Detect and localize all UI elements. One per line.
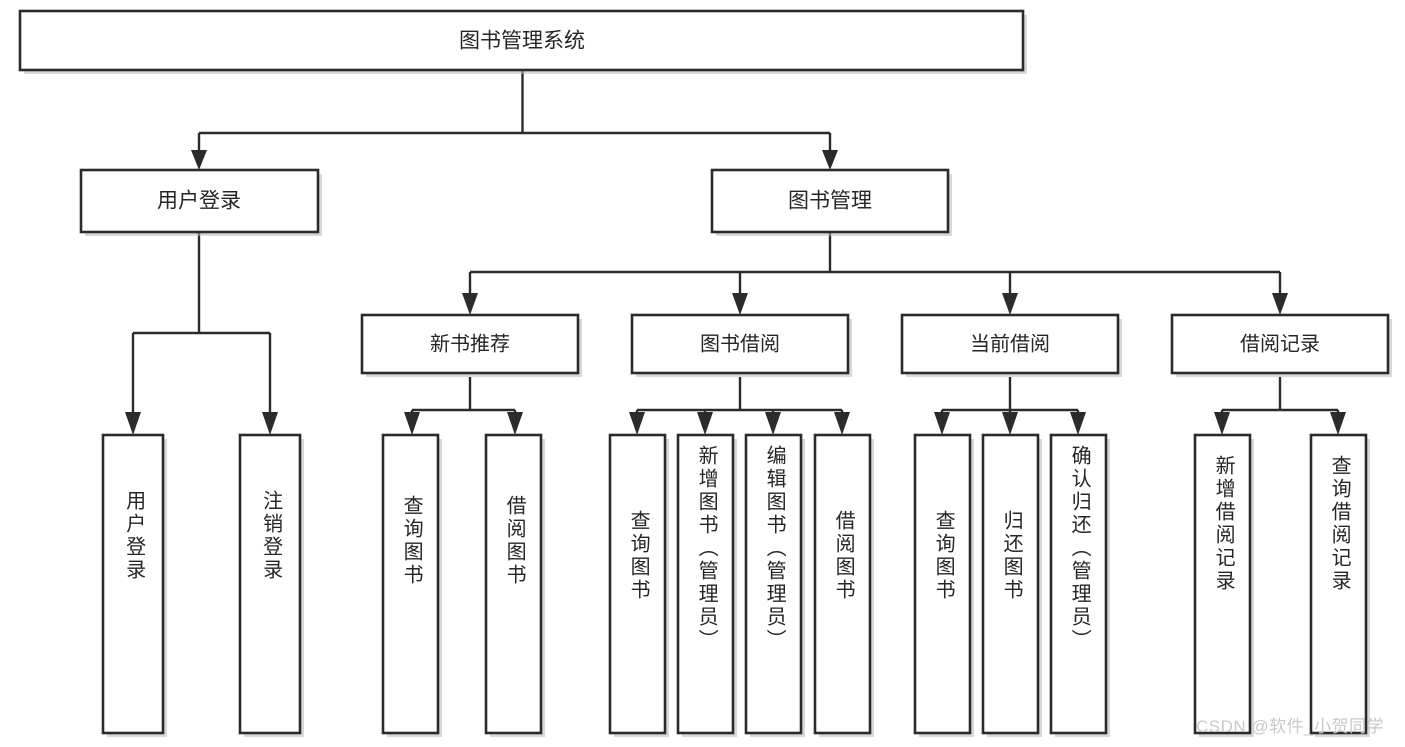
node-book-borrow[interactable]: 图书借阅: [630, 313, 852, 377]
leaf-user-login-box[interactable]: [101, 433, 165, 735]
arrow-to-current: [1002, 293, 1018, 315]
login-box: [79, 168, 320, 234]
leaf-boxes-current-borrow: [913, 433, 1110, 737]
arrow-to-borrow: [732, 293, 748, 315]
arrow-borrow-l1: [629, 412, 645, 435]
arrow-login-leaf1: [125, 412, 141, 435]
newbooks-label: 新书推荐: [430, 332, 510, 355]
leaf-new-query-box[interactable]: [381, 433, 440, 735]
leaf-current-confirm-box[interactable]: [1049, 433, 1108, 735]
leaf-boxes-book-borrow: [608, 433, 874, 737]
records-label: 借阅记录: [1240, 332, 1320, 355]
login-label: 用户登录: [157, 190, 241, 213]
arrow-login-leaf2: [262, 412, 278, 435]
leaf-borrow-edit-box[interactable]: [744, 433, 803, 735]
records-box: [1170, 313, 1390, 375]
arrow-current-l2: [1002, 412, 1018, 435]
bookmgmt-label: 图书管理: [788, 190, 872, 213]
leaf-user-logout-box[interactable]: [238, 433, 302, 735]
current-label: 当前借阅: [970, 332, 1050, 355]
arrow-borrow-l4: [834, 412, 850, 435]
arrow-to-newbooks: [462, 293, 478, 315]
arrow-newbooks-l2: [507, 412, 523, 435]
bookmgmt-box: [710, 168, 950, 234]
borrow-label: 图书借阅: [700, 332, 780, 355]
leaf-current-return-box[interactable]: [981, 433, 1040, 735]
arrow-to-login: [191, 150, 207, 170]
leaf-current-query-box[interactable]: [913, 433, 972, 735]
leaf-boxes-user-login: [101, 433, 304, 737]
arrow-to-records: [1272, 293, 1288, 315]
arrow-borrow-l2: [697, 412, 713, 435]
arrow-records-l2: [1330, 412, 1346, 435]
leaf-borrow-add-box[interactable]: [676, 433, 735, 735]
node-book-management[interactable]: 图书管理: [710, 168, 952, 236]
connectors: [125, 70, 1346, 435]
leaf-boxes-borrow-records: [1193, 433, 1370, 737]
node-current-borrow[interactable]: 当前借阅: [900, 313, 1122, 377]
node-borrow-records[interactable]: 借阅记录: [1170, 313, 1392, 377]
arrow-to-bookmgmt: [822, 150, 838, 170]
leaf-record-add-box[interactable]: [1193, 433, 1252, 735]
node-root[interactable]: 图书管理系统: [18, 9, 1027, 74]
arrow-current-l1: [934, 412, 950, 435]
arrow-newbooks-l1: [404, 412, 420, 435]
leaf-boxes-new-books: [381, 433, 545, 737]
leaf-borrow-lend-box[interactable]: [813, 433, 872, 735]
leaf-new-borrow-box[interactable]: [484, 433, 543, 735]
arrow-records-l1: [1214, 412, 1230, 435]
leaf-record-query-box[interactable]: [1309, 433, 1368, 735]
current-box: [900, 313, 1120, 375]
leaf-borrow-query-box[interactable]: [608, 433, 667, 735]
node-new-books[interactable]: 新书推荐: [360, 313, 582, 377]
root-label: 图书管理系统: [459, 30, 585, 53]
root-box: [18, 9, 1025, 72]
arrow-current-l3: [1070, 412, 1086, 435]
node-user-login[interactable]: 用户登录: [79, 168, 322, 236]
borrow-box: [630, 313, 850, 375]
newbooks-box: [360, 313, 580, 375]
arrow-borrow-l3: [765, 412, 781, 435]
